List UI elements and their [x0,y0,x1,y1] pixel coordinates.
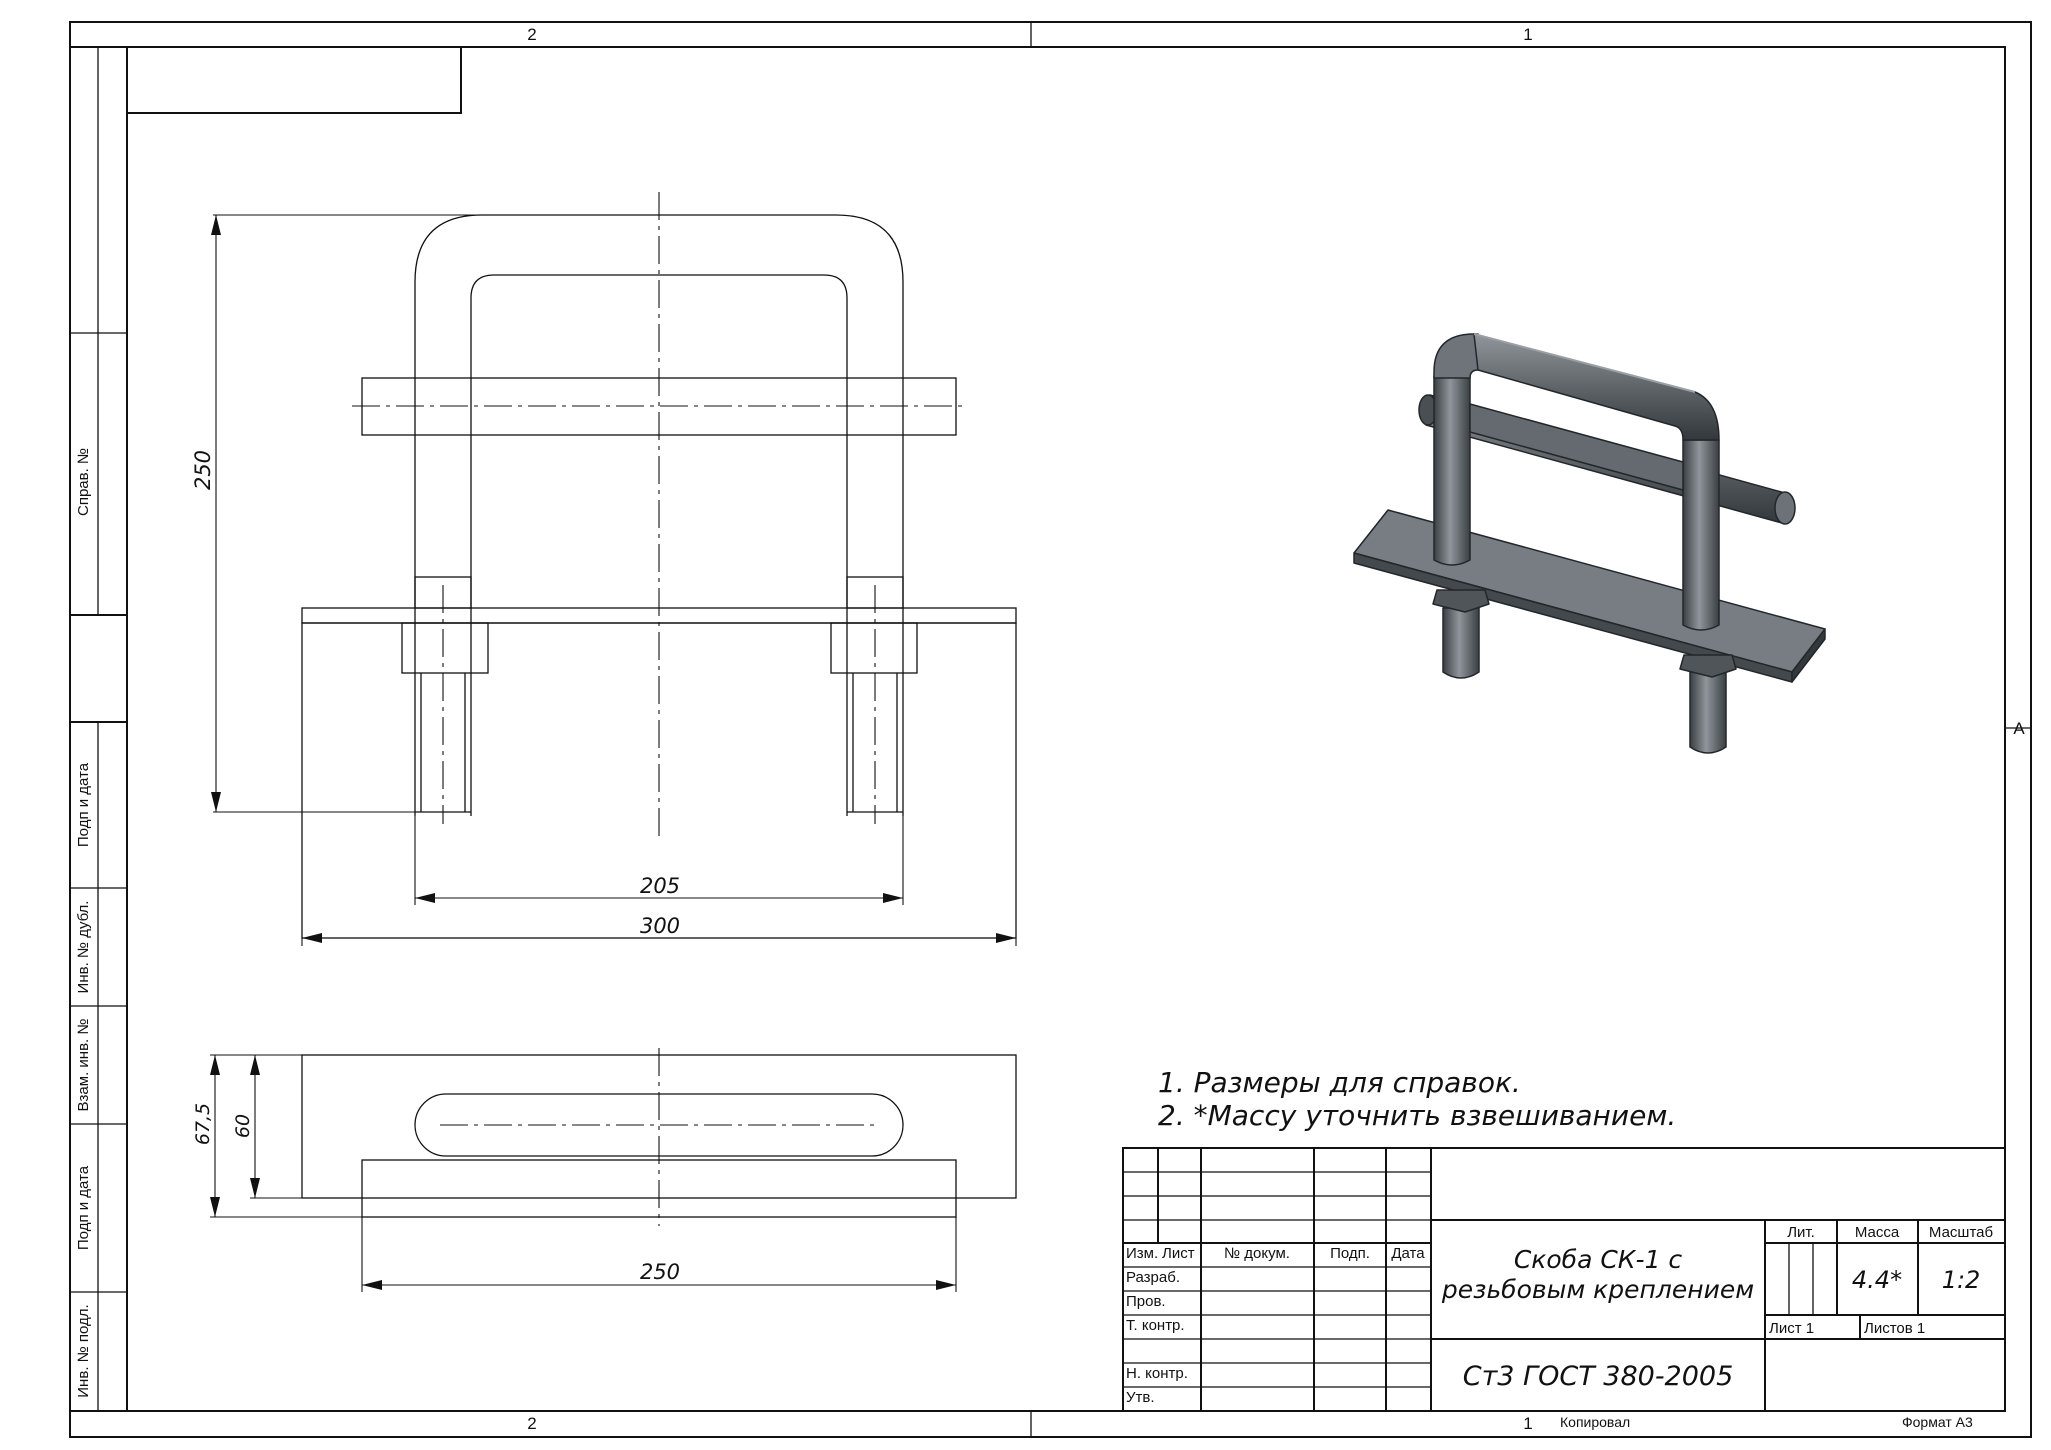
tb-n-kontr: Н. контр. [1126,1365,1188,1382]
dim-plate-250: 250 [640,1260,680,1284]
tb-podp: Подп. [1330,1245,1370,1262]
zone-top-left: 2 [527,25,536,44]
front-view [211,192,1017,946]
tb-prov: Пров. [1126,1293,1166,1310]
tb-massa-label: Масса [1855,1224,1900,1241]
dim-total-width-300: 300 [640,914,680,938]
note-2: 2. *Массу уточнить взвешиванием. [1158,1099,1676,1132]
tb-dokum: № докум. [1224,1245,1290,1262]
tb-lit-label: Лит. [1787,1224,1815,1241]
tb-title-line2: резьбовым креплением [1441,1275,1754,1304]
tb-razrab: Разраб. [1126,1269,1180,1286]
tb-title-line1: Скоба СК-1 с [1514,1245,1683,1274]
dim-side-60: 60 [232,1114,254,1138]
zone-bottom-left: 2 [527,1414,536,1433]
tb-sheet: Лист 1 [1769,1320,1814,1337]
zone-right-mid: A [2013,719,2025,738]
sheet-frame [69,21,2032,1438]
tb-scale-value: 1:2 [1942,1266,1981,1294]
title-block [1122,1147,2006,1412]
tb-list: Лист [1162,1245,1195,1262]
tb-izm: Изм. [1126,1245,1158,1262]
zone-top-right: 1 [1523,25,1532,44]
footer-copied: Копировал [1560,1414,1630,1430]
tb-massa-value: 4.4* [1852,1266,1902,1294]
dim-height-250: 250 [191,450,215,490]
tb-masshtab-label: Масштаб [1929,1224,1993,1241]
tb-t-kontr: Т. контр. [1126,1317,1185,1334]
isometric-view [1353,333,1826,754]
side-stamp [69,46,128,1412]
tb-utv: Утв. [1126,1389,1155,1406]
footer-format: Формат А3 [1902,1414,1973,1430]
top-view [210,1048,1017,1292]
stamp-inv-dubl: Инв. № дубл. [75,901,92,994]
note-1: 1. Размеры для справок. [1158,1066,1521,1099]
dim-inner-width-205: 205 [640,874,680,898]
zone-bottom-right: 1 [1523,1414,1532,1433]
stamp-podp-data-2: Подп и дата [75,1165,92,1250]
tb-material: Ст3 ГОСТ 380-2005 [1463,1361,1734,1392]
tb-data: Дата [1391,1245,1425,1262]
stamp-podp-data-1: Подп и дата [75,762,92,847]
stamp-vzam-inv: Взам. инв. № [75,1019,92,1112]
stamp-sprav: Справ. № [75,448,92,516]
tb-sheets: Листов 1 [1864,1320,1925,1337]
stamp-inv-podl: Инв. № подл. [75,1304,92,1397]
dim-side-67-5: 67,5 [192,1103,214,1145]
